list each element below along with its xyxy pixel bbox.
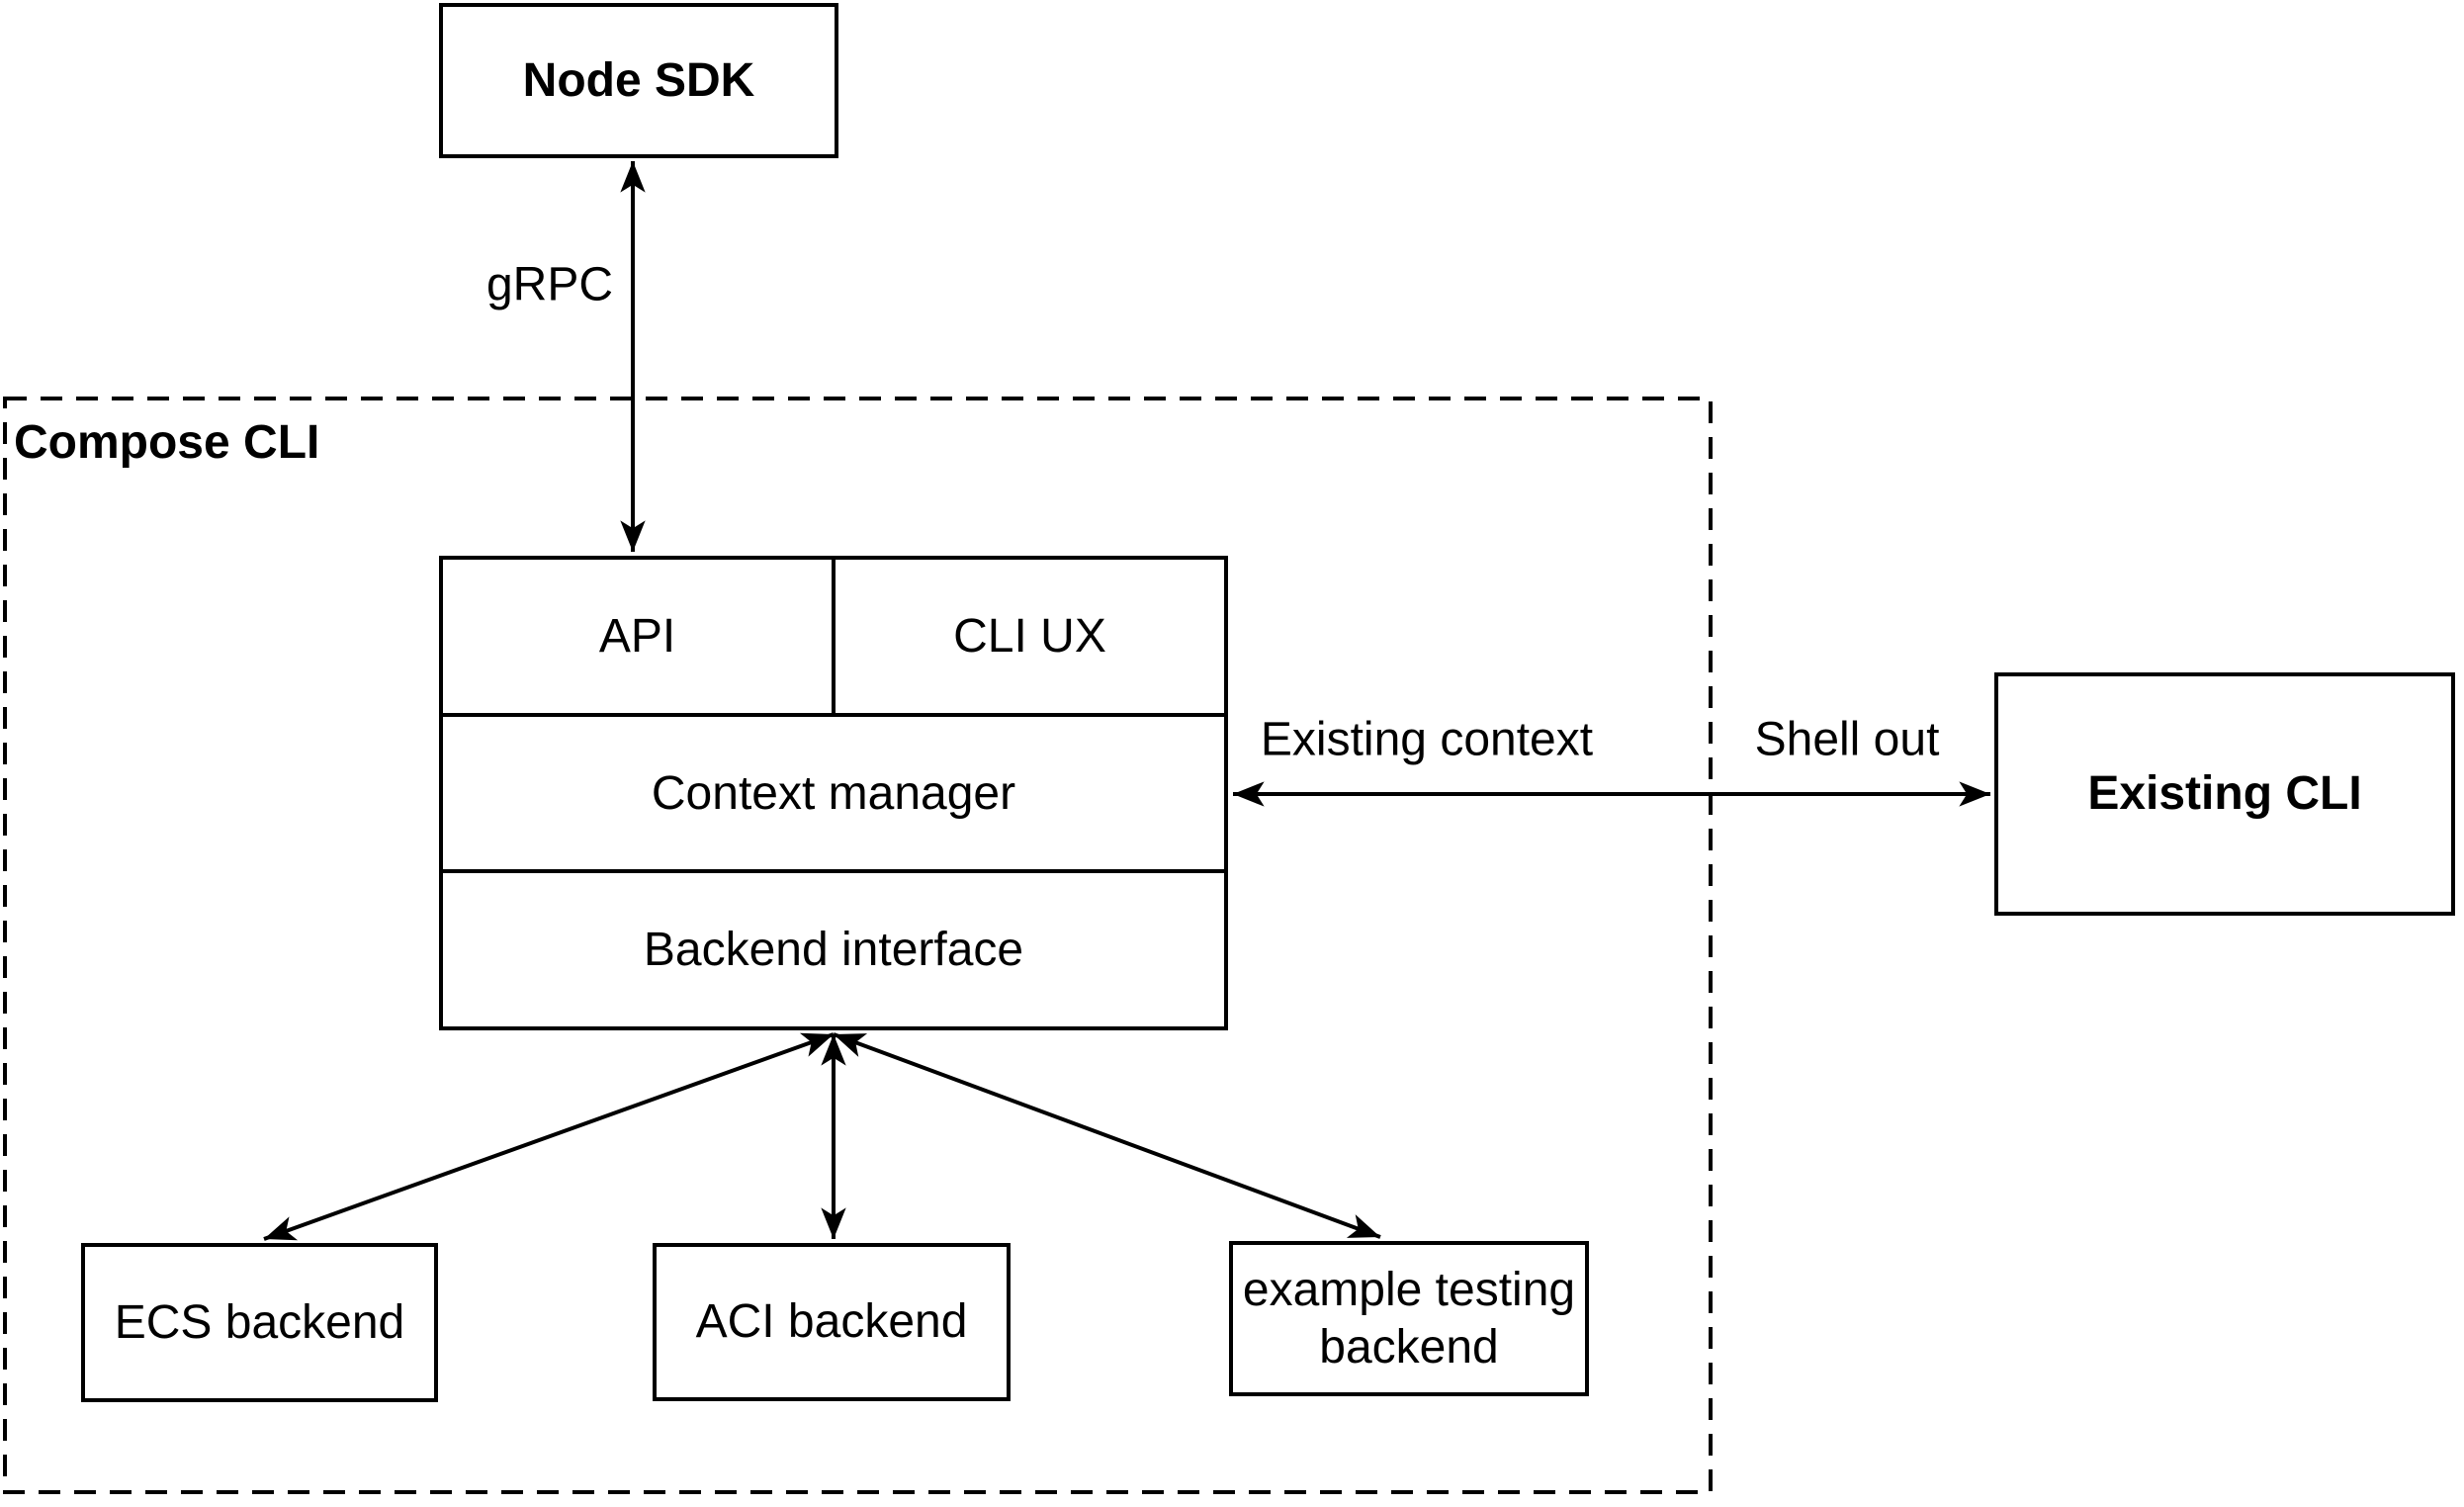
- aci-backend-label: ACI backend: [695, 1295, 968, 1349]
- example-testing-backend-box: example testing backend: [1229, 1241, 1589, 1396]
- api-cell: API: [443, 560, 836, 713]
- node-sdk-box: Node SDK: [439, 3, 838, 158]
- stack-top-row: API CLI UX: [443, 560, 1224, 717]
- context-manager-label: Context manager: [651, 766, 1016, 820]
- ecs-backend-label: ECS backend: [114, 1295, 405, 1349]
- node-sdk-label: Node SDK: [522, 53, 755, 107]
- ecs-backend-box: ECS backend: [81, 1243, 438, 1402]
- shell-out-label: Shell out: [1750, 712, 1944, 767]
- backend-interface-cell: Backend interface: [443, 873, 1224, 1026]
- compose-cli-label: Compose CLI: [14, 416, 320, 469]
- grpc-label: gRPC: [482, 257, 618, 312]
- context-manager-cell: Context manager: [443, 717, 1224, 874]
- api-label: API: [598, 609, 676, 663]
- cli-ux-cell: CLI UX: [836, 560, 1224, 713]
- existing-cli-label: Existing CLI: [2087, 767, 2362, 821]
- aci-backend-box: ACI backend: [653, 1243, 1011, 1401]
- cli-ux-label: CLI UX: [953, 609, 1106, 663]
- compose-stack-box: API CLI UX Context manager Backend inter…: [439, 556, 1228, 1030]
- existing-context-label: Existing context: [1256, 712, 1598, 767]
- example-testing-backend-arrow: [833, 1032, 1381, 1239]
- backend-interface-label: Backend interface: [643, 924, 1024, 977]
- ecs-backend-arrow: [263, 1032, 835, 1241]
- example-testing-backend-label: example testing backend: [1242, 1263, 1576, 1374]
- existing-cli-box: Existing CLI: [1994, 672, 2455, 916]
